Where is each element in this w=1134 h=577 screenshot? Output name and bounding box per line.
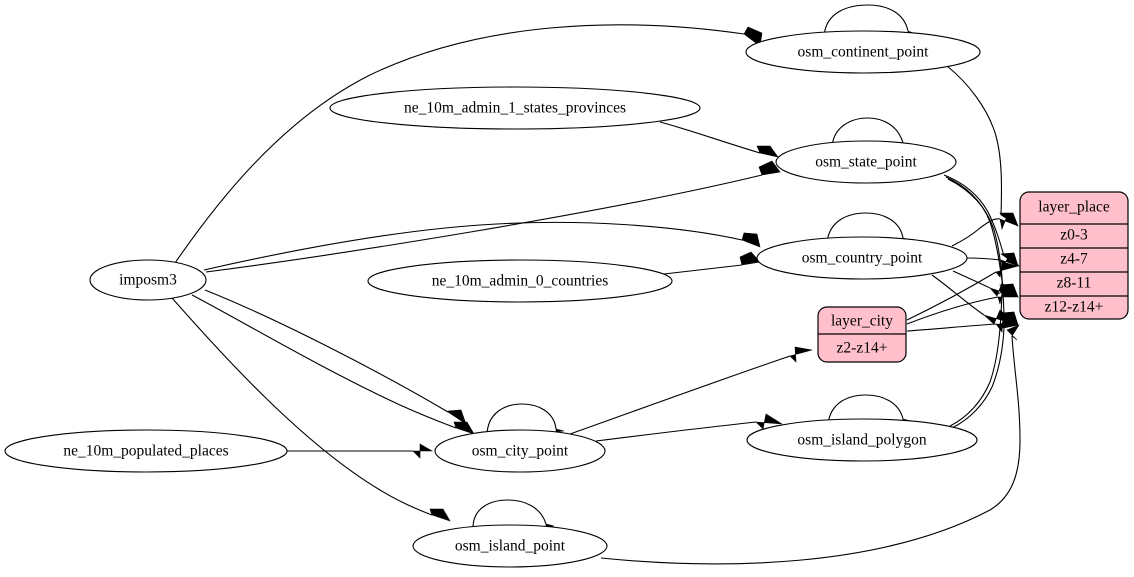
node-imposm3[interactable]: imposm3 [89, 259, 207, 301]
node-shape-imposm3[interactable] [89, 259, 207, 301]
arrowhead-osm_country_point-to-layer_place-z0-3 [999, 215, 1019, 231]
node-osm_city_point[interactable]: osm_city_point [434, 429, 606, 473]
selfloop-osm_island_polygon [827, 394, 904, 426]
node-shape-ne_10m_populated_places[interactable] [4, 429, 288, 473]
node-shape-osm_country_point[interactable] [756, 236, 968, 280]
arrowhead-ne_countries-to-osm_country_point [739, 251, 761, 266]
node-ne_10m_populated_places[interactable]: ne_10m_populated_places [4, 429, 288, 473]
selfloop-osm_country_point [826, 212, 904, 244]
node-layer_city[interactable]: layer_city z2-z14+ [817, 306, 907, 363]
edge-layer_city-to-layer_place-z8-11 [906, 296, 999, 325]
edge-osm_country_point-to-layer_place-z8-11 [952, 270, 991, 289]
arrowhead-layer_city-to-layer_place-z8-11 [997, 288, 1019, 305]
node-shape-osm_island_polygon[interactable] [746, 418, 978, 462]
node-osm_island_polygon[interactable]: osm_island_polygon [746, 418, 978, 462]
edge-osm_country_point-to-layer_place-z0-3 [951, 218, 1001, 247]
edge-ne_states-to-osm_state_point [659, 121, 761, 154]
edge-osm_state_point-to-layer_place-z8-11 [945, 176, 1004, 288]
edge-osm_island_point-to-layer_place-z12 [600, 335, 1021, 565]
arrowhead-layer_city-to-layer_place-z12 [995, 316, 1019, 333]
edge-layer_city-to-layer_place-z4-7 [906, 271, 997, 321]
edge-osm_country_point-to-layer_place-z4-7 [966, 257, 1002, 261]
node-osm_country_point[interactable]: osm_country_point [756, 236, 968, 280]
selfloop-osm_island_point [472, 499, 547, 531]
arrowhead-imposm3-to-osm_continent_point [743, 26, 763, 47]
arrowhead-osm_island_point-to-layer_place-z12 [1006, 324, 1020, 341]
edge-imposm3-to-osm_continent_point [174, 24, 745, 264]
node-shape-osm_state_point[interactable] [775, 140, 957, 184]
edge-osm_continent_point-to-layer_place-z0-3 [946, 65, 1003, 216]
node-osm_island_point[interactable]: osm_island_point [412, 524, 608, 568]
edge-imposm3-to-osm_island_point [171, 297, 433, 516]
arrowhead-imposm3-to-osm_country_point [741, 232, 761, 248]
arrowhead-ne_populated-to-osm_city_point [412, 443, 434, 459]
edge-layer_city-to-layer_place-z12 [906, 323, 997, 332]
node-shape-osm_city_point[interactable] [434, 429, 606, 473]
node-ne_10m_admin_1_states_provinces[interactable]: ne_10m_admin_1_states_provinces [329, 86, 701, 130]
edge-imposm3-to-osm_state_point [205, 174, 763, 273]
edge-osm_city_point-to-layer_city [569, 355, 791, 435]
selfloop-osm_city_point [486, 403, 557, 437]
edge-osm_state_point-to-layer_place-z4-7 [943, 174, 1005, 257]
edge-imposm3-to-osm_city_point-secondary [204, 289, 449, 413]
node-osm_state_point[interactable]: osm_state_point [775, 140, 957, 184]
node-shape-osm_continent_point[interactable] [745, 30, 981, 74]
node-ne_10m_admin_0_countries[interactable]: ne_10m_admin_0_countries [367, 259, 673, 303]
edge-osm_city_point-to-osm_island_polygon [595, 421, 757, 442]
edge-osm_country_point-to-layer_place-z12 [931, 274, 985, 316]
node-shape-ne_10m_admin_0_countries[interactable] [367, 259, 673, 303]
arrowhead-ne_states-to-osm_state_point [756, 145, 779, 158]
arrowhead-imposm3-to-osm_city_point [453, 421, 475, 435]
edge-imposm3-to-osm_city_point [191, 294, 457, 429]
node-shape-layer_place[interactable] [1019, 191, 1129, 320]
edge-osm_island_polygon-to-layer_place-z8-11 [949, 291, 1003, 427]
node-osm_continent_point[interactable]: osm_continent_point [745, 30, 981, 74]
node-layer_place[interactable]: layer_place z0-3 z4-7 z8-11 z12-z14+ [1019, 191, 1129, 320]
node-shape-osm_island_point[interactable] [412, 524, 608, 568]
arrowhead-imposm3-to-osm_state_point [758, 160, 781, 176]
arrowhead-layer_city-to-layer_place-z4-7 [995, 261, 1020, 278]
selfloop-osm_state_point [831, 117, 904, 149]
node-shape-ne_10m_admin_1_states_provinces[interactable] [329, 86, 701, 130]
arrowhead-imposm3-to-osm_island_point [429, 508, 451, 522]
arrowhead-osm_city_point-to-osm_island_polygon [755, 413, 783, 430]
arrowhead-osm_city_point-to-layer_city [789, 346, 813, 363]
edges-layer [171, 4, 1021, 565]
edge-osm_island_polygon-to-layer_place-z12 [951, 327, 1005, 429]
edge-ne_countries-to-osm_country_point [663, 264, 743, 275]
selfloop-osm_continent_point [823, 4, 909, 37]
arrowhead-imposm3-to-osm_city_point-secondary [447, 409, 467, 425]
edge-imposm3-to-osm_country_point [203, 221, 743, 271]
